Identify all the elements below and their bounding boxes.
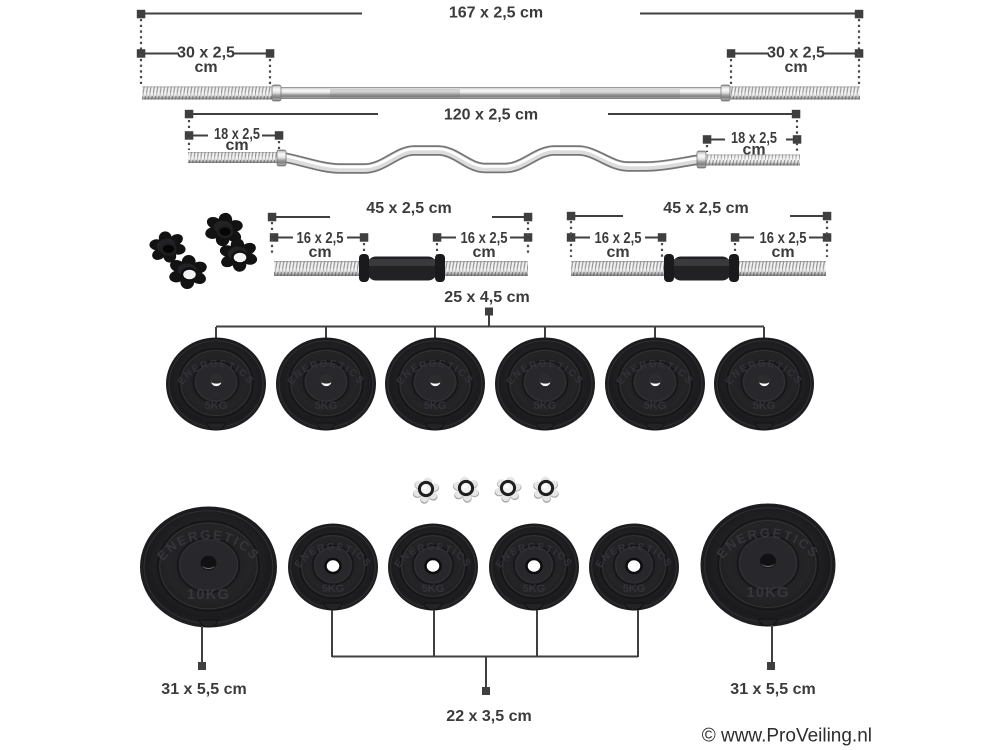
svg-text:5KG: 5KG xyxy=(315,400,338,412)
svg-text:25 x 4,5 cm: 25 x 4,5 cm xyxy=(444,289,529,306)
svg-text:30 x 2,5: 30 x 2,5 xyxy=(177,45,235,62)
svg-text:31 x 5,5 cm: 31 x 5,5 cm xyxy=(730,681,815,698)
svg-text:cm: cm xyxy=(606,244,629,261)
svg-text:16 x 2,5: 16 x 2,5 xyxy=(595,230,642,247)
svg-text:cm: cm xyxy=(308,244,331,261)
svg-text:45 x 2,5 cm: 45 x 2,5 cm xyxy=(366,200,451,217)
svg-text:5KG: 5KG xyxy=(534,400,557,412)
svg-text:5KG: 5KG xyxy=(422,583,445,595)
svg-text:16 x 2,5: 16 x 2,5 xyxy=(760,230,807,247)
svg-text:5KG: 5KG xyxy=(623,583,646,595)
svg-text:16 x 2,5: 16 x 2,5 xyxy=(461,230,508,247)
svg-text:30 x 2,5: 30 x 2,5 xyxy=(767,45,825,62)
svg-text:22 x 3,5 cm: 22 x 3,5 cm xyxy=(446,708,531,725)
svg-text:5KG: 5KG xyxy=(205,400,228,412)
svg-text:5KG: 5KG xyxy=(322,583,345,595)
svg-text:cm: cm xyxy=(194,59,217,76)
svg-text:cm: cm xyxy=(784,59,807,76)
svg-text:10KG: 10KG xyxy=(746,584,789,601)
svg-text:cm: cm xyxy=(742,142,765,159)
svg-text:45 x 2,5 cm: 45 x 2,5 cm xyxy=(663,200,748,217)
svg-text:5KG: 5KG xyxy=(644,400,667,412)
svg-text:cm: cm xyxy=(225,137,248,154)
svg-text:5KG: 5KG xyxy=(523,583,546,595)
svg-text:cm: cm xyxy=(771,244,794,261)
svg-text:16 x 2,5: 16 x 2,5 xyxy=(297,230,344,247)
svg-text:120 x 2,5 cm: 120 x 2,5 cm xyxy=(444,107,538,124)
svg-text:18 x 2,5: 18 x 2,5 xyxy=(214,126,260,143)
svg-text:10KG: 10KG xyxy=(187,586,230,603)
svg-text:© www.ProVeiling.nl: © www.ProVeiling.nl xyxy=(702,726,872,747)
svg-text:cm: cm xyxy=(472,244,495,261)
svg-text:167 x 2,5 cm: 167 x 2,5 cm xyxy=(449,5,543,22)
svg-text:31 x 5,5 cm: 31 x 5,5 cm xyxy=(161,681,246,698)
svg-text:5KG: 5KG xyxy=(424,400,447,412)
svg-text:18 x 2,5: 18 x 2,5 xyxy=(731,130,777,147)
svg-text:5KG: 5KG xyxy=(753,400,776,412)
